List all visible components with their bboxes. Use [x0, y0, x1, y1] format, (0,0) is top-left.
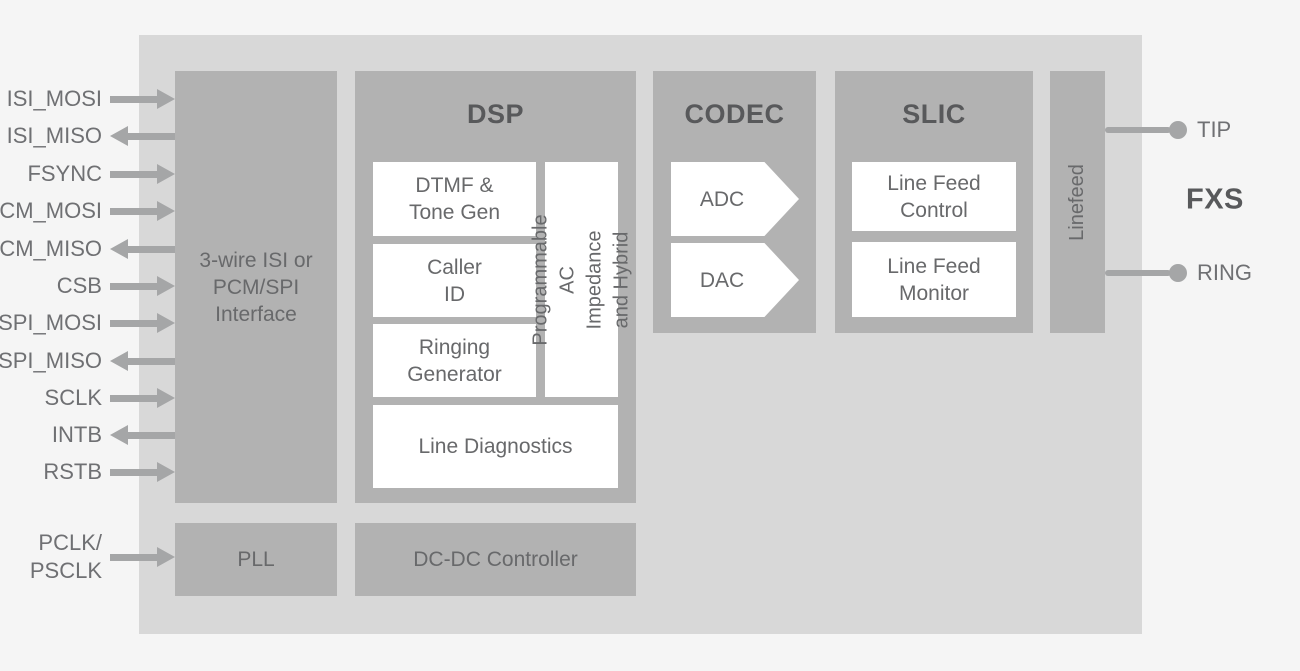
arrow-right-icon	[110, 276, 175, 296]
terminal-label: TIP	[1197, 117, 1232, 142]
pin-label: SCLK	[44, 385, 102, 410]
block-line-feed-monitor: Line Feed Monitor	[852, 242, 1016, 317]
arrow-right-icon	[110, 164, 175, 184]
arrow-head	[157, 547, 175, 567]
arrow-shaft	[127, 431, 175, 439]
arrow-shaft	[110, 170, 158, 178]
dsp-title: DSP	[466, 99, 525, 129]
terminal-label: RING	[1197, 260, 1252, 285]
arrow-head	[157, 276, 175, 296]
arrow-head	[157, 89, 175, 109]
arrow-head	[110, 239, 128, 259]
pin-label: PCM_MISO	[0, 236, 102, 261]
pin-label: CSB	[56, 273, 102, 298]
arrow-right-icon	[110, 313, 175, 333]
arrow-shaft	[110, 319, 158, 327]
slic-title: SLIC	[902, 99, 966, 129]
block-linefeed: Linefeed	[1050, 71, 1105, 333]
fxs-label: FXS	[1186, 183, 1244, 216]
arrow-head	[110, 351, 128, 371]
wire-line	[1105, 270, 1171, 276]
arrow-shaft	[127, 245, 175, 253]
pin-label: ISI_MISO	[6, 123, 102, 148]
block-dc-dc-controller: DC-DC Controller	[355, 523, 636, 596]
pin-label: SPI_MOSI	[0, 310, 102, 335]
block-pll: PLL	[175, 523, 337, 596]
pin-label: PCLK/ PSCLK	[29, 530, 102, 583]
arrow-head	[157, 313, 175, 333]
arrow-left-icon	[110, 425, 175, 445]
pll-label: PLL	[237, 548, 275, 571]
arrow-left-icon	[110, 126, 175, 146]
arrow-head	[157, 388, 175, 408]
arrow-shaft	[110, 553, 158, 561]
arrow-head	[110, 126, 128, 146]
arrow-shaft	[110, 394, 158, 402]
pin-label: SPI_MISO	[0, 348, 102, 373]
pin-label: FSYNC	[27, 161, 102, 186]
dcdc-label: DC-DC Controller	[413, 548, 578, 571]
block-isi-pcm-spi-interface: 3-wire ISI or PCM/SPI Interface	[175, 71, 337, 503]
block-caller-id: Caller ID	[373, 244, 536, 317]
arrow-head	[157, 462, 175, 482]
pin-label: ISI_MOSI	[6, 86, 102, 111]
arrow-shaft	[110, 95, 158, 103]
arrow-head	[110, 425, 128, 445]
wire-line	[1105, 127, 1171, 133]
arrow-right-icon	[110, 89, 175, 109]
block-line-diagnostics: Line Diagnostics	[373, 405, 618, 488]
linefeed-label: Linefeed	[1066, 163, 1088, 241]
arrow-left-icon	[110, 239, 175, 259]
block-programmable-ac-impedance-hybrid: Programmable AC Impedance and Hybrid	[530, 162, 633, 397]
codec-title: CODEC	[684, 99, 785, 129]
terminal-dot-icon	[1169, 264, 1187, 282]
arrow-right-icon	[110, 201, 175, 221]
linefeed-label-wrap: Linefeed	[1050, 71, 1105, 333]
pin-label: PCM_MOSI	[0, 198, 102, 223]
arrow-right-icon	[110, 547, 175, 567]
arrow-right-icon	[110, 462, 175, 482]
arrow-shaft	[110, 282, 158, 290]
arrow-head	[157, 164, 175, 184]
arrow-head	[157, 201, 175, 221]
arrow-shaft	[127, 132, 175, 140]
arrow-shaft	[127, 357, 175, 365]
interface-label: 3-wire ISI or PCM/SPI Interface	[199, 248, 313, 326]
terminal-dot-icon	[1169, 121, 1187, 139]
arrow-right-icon	[110, 388, 175, 408]
arrow-shaft	[110, 207, 158, 215]
hybrid-label: Programmable AC Impedance and Hybrid	[529, 213, 633, 346]
block-line-feed-control: Line Feed Control	[852, 162, 1016, 231]
arrow-left-icon	[110, 351, 175, 371]
pin-label: RSTB	[43, 459, 102, 484]
arrow-shaft	[110, 468, 158, 476]
block-ringing-generator: Ringing Generator	[373, 324, 536, 397]
pin-label: INTB	[51, 422, 102, 447]
block-dtmf-tone-gen: DTMF & Tone Gen	[373, 162, 536, 236]
hybrid-label-wrap: Programmable AC Impedance and Hybrid	[530, 162, 633, 397]
